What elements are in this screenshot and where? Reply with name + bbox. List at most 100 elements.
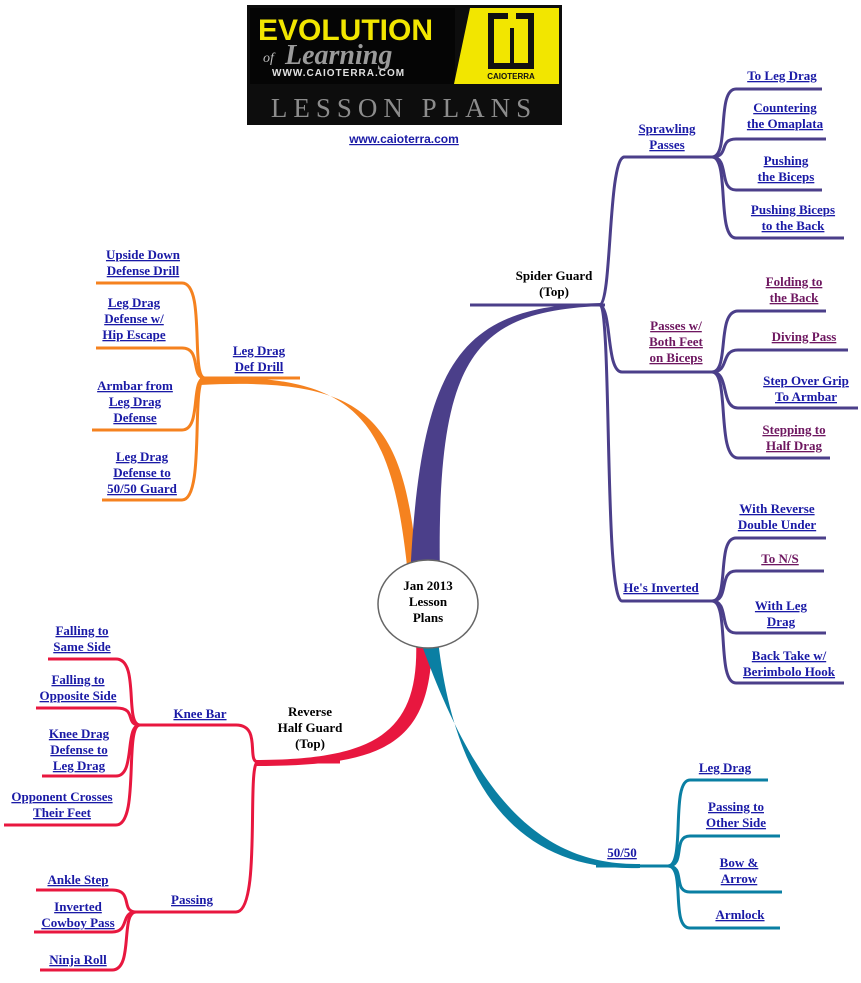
- branch-reverse-half: [4, 657, 340, 972]
- branch-spider-guard: [470, 87, 858, 685]
- caioterra-logo-icon: [488, 10, 534, 69]
- leg-drag-def-node[interactable]: Leg Drag Def Drill: [233, 343, 286, 374]
- inverted-node[interactable]: He's Inverted: [623, 580, 699, 595]
- item-with-leg-drag-2[interactable]: Drag: [767, 614, 796, 629]
- item-folding-2[interactable]: the Back: [770, 290, 820, 305]
- branch-leg-drag-def: [92, 281, 300, 502]
- item-stepping-2[interactable]: Half Drag: [766, 438, 822, 453]
- sprawling-items: To Leg Drag Countering the Omaplata Push…: [747, 68, 835, 233]
- item-step-over-1[interactable]: Step Over Grip: [763, 373, 849, 388]
- brand-of-text: of: [263, 51, 276, 66]
- item-back-take-1[interactable]: Back Take w/: [752, 648, 827, 663]
- item-diving-pass[interactable]: Diving Pass: [772, 329, 837, 344]
- passing-label[interactable]: Passing: [171, 892, 213, 907]
- center-node[interactable]: Jan 2013 Lesson Plans: [377, 559, 479, 649]
- edge-ns: [711, 569, 824, 603]
- item-countering-1[interactable]: Countering: [753, 100, 817, 115]
- item-ankle-step[interactable]: Ankle Step: [47, 872, 108, 887]
- sprawling-label-2[interactable]: Passes: [649, 137, 684, 152]
- sprawling-passes-node[interactable]: Sprawling Passes: [638, 121, 696, 152]
- item-same-side-1[interactable]: Falling to: [55, 623, 108, 638]
- item-stepping-1[interactable]: Stepping to: [762, 422, 825, 437]
- edge-sprawling: [598, 155, 712, 307]
- item-fifty-passing-2[interactable]: Other Side: [706, 815, 766, 830]
- item-opposite-side-1[interactable]: Falling to: [51, 672, 104, 687]
- edge-ninja-roll: [40, 910, 137, 972]
- edge-to-fifty: [102, 376, 206, 502]
- brand-evolution-text: EVOLUTION: [258, 14, 433, 47]
- both-feet-label-3[interactable]: on Biceps: [649, 350, 702, 365]
- item-armbar-3[interactable]: Defense: [113, 410, 157, 425]
- item-armbar-2[interactable]: Leg Drag: [109, 394, 162, 409]
- item-fifty-armlock[interactable]: Armlock: [715, 907, 765, 922]
- inverted-label[interactable]: He's Inverted: [623, 580, 699, 595]
- item-knee-drag-2[interactable]: Defense to: [50, 742, 107, 757]
- item-to-fifty-3[interactable]: 50/50 Guard: [107, 481, 177, 496]
- fifty-label[interactable]: 50/50: [607, 845, 637, 860]
- item-pushing-back-2[interactable]: to the Back: [762, 218, 826, 233]
- knee-bar-items: Falling to Same Side Falling to Opposite…: [11, 623, 116, 820]
- sprawling-label-1[interactable]: Sprawling: [638, 121, 696, 136]
- teal-trunk: [420, 640, 640, 869]
- center-line-3: Plans: [413, 610, 443, 625]
- item-step-over-2[interactable]: To Armbar: [775, 389, 837, 404]
- item-reverse-double-1[interactable]: With Reverse: [739, 501, 814, 516]
- item-armbar-1[interactable]: Armbar from: [97, 378, 173, 393]
- item-to-fifty-2[interactable]: Defense to: [113, 465, 170, 480]
- item-crosses-feet-1[interactable]: Opponent Crosses: [11, 789, 112, 804]
- both-feet-node[interactable]: Passes w/ Both Feet on Biceps: [649, 318, 703, 365]
- spider-guard-node[interactable]: Spider Guard (Top): [516, 268, 593, 299]
- item-hip-escape-1[interactable]: Leg Drag: [108, 295, 161, 310]
- edge-folding: [711, 309, 826, 374]
- item-knee-drag-1[interactable]: Knee Drag: [49, 726, 110, 741]
- item-back-take-2[interactable]: Berimbolo Hook: [743, 664, 836, 679]
- item-with-leg-drag-1[interactable]: With Leg: [755, 598, 808, 613]
- item-pushing-biceps-2[interactable]: the Biceps: [758, 169, 815, 184]
- caioterra-site-link[interactable]: www.caioterra.com: [348, 132, 459, 146]
- item-pushing-back-1[interactable]: Pushing Biceps: [751, 202, 835, 217]
- item-fifty-leg-drag[interactable]: Leg Drag: [699, 760, 752, 775]
- item-knee-drag-3[interactable]: Leg Drag: [53, 758, 106, 773]
- item-folding-1[interactable]: Folding to: [766, 274, 823, 289]
- item-pushing-biceps-1[interactable]: Pushing: [764, 153, 809, 168]
- edge-crosses-feet: [4, 723, 141, 827]
- reverse-half-label-1: Reverse: [288, 704, 332, 719]
- item-fifty-bow-1[interactable]: Bow &: [720, 855, 759, 870]
- item-same-side-2[interactable]: Same Side: [53, 639, 111, 654]
- orange-trunk: [200, 377, 418, 575]
- reverse-half-node[interactable]: Reverse Half Guard (Top): [278, 704, 343, 751]
- edge-inverted: [598, 303, 712, 603]
- item-hip-escape-2[interactable]: Defense w/: [104, 311, 164, 326]
- edge-back-take: [711, 599, 844, 685]
- leg-drag-def-label-1[interactable]: Leg Drag: [233, 343, 286, 358]
- both-feet-label-1[interactable]: Passes w/: [650, 318, 702, 333]
- edge-upside-down: [96, 281, 206, 380]
- edge-passing: [136, 760, 260, 914]
- reverse-half-label-3: (Top): [295, 736, 325, 751]
- item-to-ns[interactable]: To N/S: [761, 551, 798, 566]
- item-fifty-bow-2[interactable]: Arrow: [721, 871, 758, 886]
- item-upside-down-2[interactable]: Defense Drill: [107, 263, 180, 278]
- knee-bar-label[interactable]: Knee Bar: [173, 706, 226, 721]
- item-ninja-roll[interactable]: Ninja Roll: [49, 952, 107, 967]
- passing-node[interactable]: Passing: [171, 892, 213, 907]
- item-opposite-side-2[interactable]: Opposite Side: [40, 688, 117, 703]
- edge-to-leg-drag: [711, 87, 822, 159]
- item-countering-2[interactable]: the Omaplata: [747, 116, 824, 131]
- item-hip-escape-3[interactable]: Hip Escape: [102, 327, 165, 342]
- item-fifty-passing-1[interactable]: Passing to: [708, 799, 764, 814]
- brand-url-text: WWW.CAIOTERRA.COM: [272, 68, 405, 79]
- item-to-fifty-1[interactable]: Leg Drag: [116, 449, 169, 464]
- item-reverse-double-2[interactable]: Double Under: [738, 517, 817, 532]
- item-cowboy-2[interactable]: Cowboy Pass: [41, 915, 114, 930]
- fifty-node[interactable]: 50/50: [607, 845, 637, 860]
- item-to-leg-drag[interactable]: To Leg Drag: [747, 68, 817, 83]
- knee-bar-node[interactable]: Knee Bar: [173, 706, 226, 721]
- leg-drag-def-label-2[interactable]: Def Drill: [235, 359, 284, 374]
- item-crosses-feet-2[interactable]: Their Feet: [33, 805, 92, 820]
- item-cowboy-1[interactable]: Inverted: [54, 899, 102, 914]
- item-upside-down-1[interactable]: Upside Down: [106, 247, 181, 262]
- both-feet-label-2[interactable]: Both Feet: [649, 334, 703, 349]
- both-feet-items: Folding to the Back Diving Pass Step Ove…: [762, 274, 848, 453]
- edge-knee-bar: [140, 723, 259, 764]
